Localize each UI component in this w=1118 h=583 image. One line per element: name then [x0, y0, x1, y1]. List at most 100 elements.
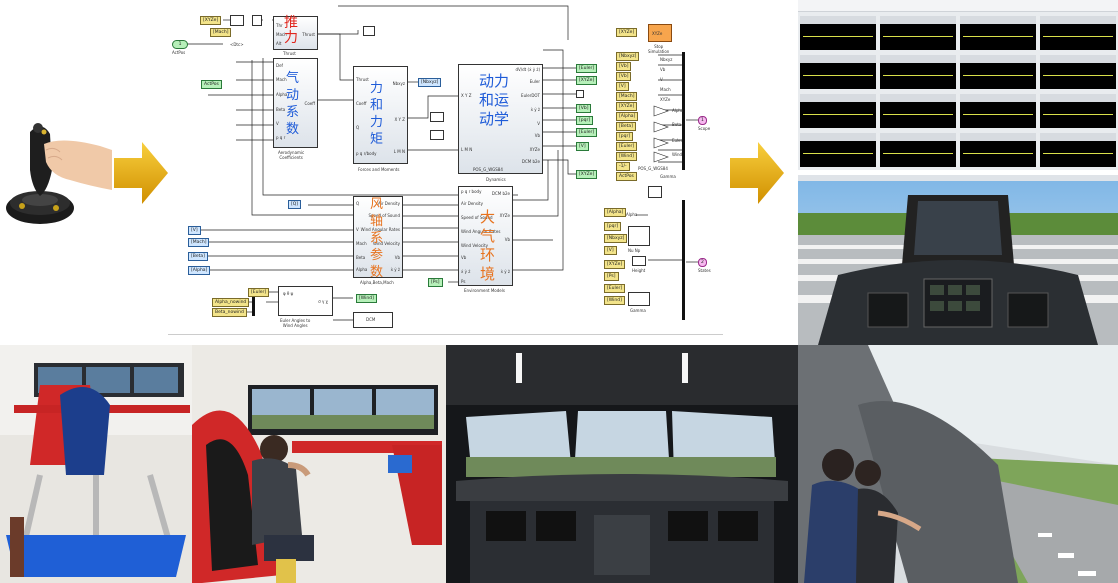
scope-panel[interactable] — [1040, 55, 1116, 89]
scope-panel[interactable] — [1040, 94, 1116, 128]
euler-caption: Euler Angles to Wind Angles — [280, 318, 311, 328]
scope-panel[interactable] — [1040, 16, 1116, 50]
joystick-photo — [0, 110, 112, 240]
stop-simulation-block[interactable]: XYZe — [648, 24, 672, 42]
selector-block[interactable] — [628, 226, 650, 246]
mux-label-1: Nbxyz — [660, 57, 673, 62]
mux-label-5: XYZe — [660, 97, 671, 102]
dynamics-cn-label: 动力和运动学 — [479, 72, 510, 128]
thrust-block[interactable]: Thr Mach Alt Thrust — [273, 16, 318, 50]
terminator-block[interactable] — [576, 90, 584, 98]
thrust-caption: Thrust — [283, 51, 296, 56]
scope-panel[interactable] — [800, 94, 876, 128]
forces-moments-block[interactable]: Thrust Coeff Q p q r/body Nbxyz X Y Z L … — [353, 66, 408, 164]
state-in-1: [Alpha] — [604, 208, 627, 217]
state-in-7: [Euler] — [604, 284, 626, 293]
state-in-8: [Wind] — [604, 296, 625, 305]
display-lmn[interactable] — [430, 130, 444, 140]
goto-euler-2: [Euler] — [576, 128, 598, 137]
scope-panel[interactable] — [880, 133, 956, 167]
mux-label-11: POS_G_WGS84 — [638, 166, 668, 171]
aero-coeff-block[interactable]: Def Mach Alpha Beta V p q r Coeff — [273, 58, 318, 148]
tag-xyze: [XYZe] — [200, 16, 222, 25]
wind-cn-label: 风轴系参数 — [370, 197, 384, 280]
tag-mach: [Mach] — [210, 28, 232, 37]
mux-in-3: [Vb] — [616, 72, 632, 81]
mux-in-11: [Wind] — [616, 152, 637, 161]
states-outport[interactable]: 2 — [698, 258, 707, 267]
goto-vb: [Vb] — [576, 104, 592, 113]
alpha-nowind: Alpha_nowind — [212, 298, 250, 307]
display-block[interactable] — [363, 26, 375, 36]
scope-panel[interactable] — [1040, 133, 1116, 167]
mux-in-9: [pqr] — [616, 132, 634, 141]
gamma-calc-block[interactable] — [628, 292, 650, 306]
display-xyz[interactable] — [430, 112, 444, 122]
from-beta: [Beta] — [188, 252, 208, 261]
env-cn-label: 大气环境 — [480, 208, 496, 283]
mux-label-7: Beta — [672, 122, 682, 127]
states-label: States — [698, 268, 711, 273]
wind-axis-block[interactable]: Q V Mach Beta Alpha Air Density Speed of… — [353, 196, 403, 278]
forces-caption: Forces and Moments — [358, 167, 400, 172]
gain-triangles — [653, 105, 669, 163]
from-mach: [Mach] — [188, 238, 210, 247]
ab-block-label: <Dtc> — [230, 42, 244, 47]
state-in-3: [Nbxyz] — [604, 234, 628, 243]
goto-euler: [Euler] — [576, 64, 598, 73]
env-caption: Environment Models — [464, 288, 505, 293]
state-in-2: [pqr] — [604, 222, 622, 231]
state-in-4: [V] — [604, 246, 617, 255]
euler-wind-block[interactable]: φ θ ψ σ γ χ — [278, 286, 333, 316]
mux-label-9: Wind — [672, 152, 683, 157]
scope-panel[interactable] — [800, 133, 876, 167]
wind-caption: Alpha,Beta,Mach — [360, 280, 394, 285]
gain-block[interactable] — [252, 15, 262, 26]
mux-in-7: [Alpha] — [616, 112, 639, 121]
dcm-block[interactable]: DCM — [353, 312, 393, 328]
scope-window-toolbar — [798, 0, 1118, 12]
scope-outport[interactable]: 1 — [698, 116, 707, 125]
goto-pqr: [pqr] — [576, 116, 594, 125]
goto-xyze-2: [XYZe] — [576, 170, 598, 179]
mux-label-10: Gamma — [660, 174, 676, 179]
mux-label-6: Alpha — [672, 108, 684, 113]
scope-panel[interactable] — [960, 55, 1036, 89]
mux-in-10: [Euler] — [616, 142, 638, 151]
pilot-seat-photo — [192, 345, 446, 583]
scope-panel[interactable] — [800, 55, 876, 89]
signal-lines — [178, 5, 698, 321]
scope-panel[interactable] — [960, 94, 1036, 128]
thrust-cn-label: 推力 — [284, 15, 298, 46]
gamma-block[interactable] — [648, 186, 662, 198]
environment-block[interactable]: p q r body Air Density Speed of Sound Wi… — [458, 186, 513, 286]
scope-panel[interactable] — [960, 133, 1036, 167]
state-in-5: [XYZe] — [604, 260, 626, 269]
inport-label: ActPos — [172, 50, 186, 55]
scope-panel[interactable] — [880, 55, 956, 89]
height-block[interactable] — [632, 256, 646, 266]
mux-label-2: Vb — [660, 67, 666, 72]
motion-platform-photo — [0, 345, 192, 583]
aero-caption: Aerodynamic Coefficients — [278, 150, 305, 160]
tag-ps: [Ps] — [428, 278, 443, 287]
scope-panel[interactable] — [880, 94, 956, 128]
right-arrow-icon-2 — [728, 138, 786, 208]
scope-panel[interactable] — [880, 16, 956, 50]
goto-wind: [Wind] — [356, 294, 377, 303]
state-label-1: Alpha — [626, 212, 638, 217]
dome-sim-photo — [798, 345, 1118, 583]
dynamics-block[interactable]: X Y Z L M N dV/dt (ẋ ẏ ż) Euler EulerDOT… — [458, 64, 543, 174]
scope-panel[interactable] — [800, 16, 876, 50]
mux-in-2: [Vb] — [616, 62, 632, 71]
beta-nowind: Beta_nowind — [212, 308, 247, 317]
state-label-3: Height — [632, 268, 646, 273]
state-in-6: [Ps] — [604, 272, 619, 281]
tag-xyze-stop: [XYZe] — [616, 28, 638, 37]
aero-cn-label: 气动系数 — [286, 71, 300, 137]
tag-q: [Q] — [288, 200, 302, 209]
inport[interactable]: 1 — [172, 40, 188, 49]
switch-block[interactable] — [230, 15, 244, 26]
from-alpha: [Alpha] — [188, 266, 211, 275]
scope-panel[interactable] — [960, 16, 1036, 50]
